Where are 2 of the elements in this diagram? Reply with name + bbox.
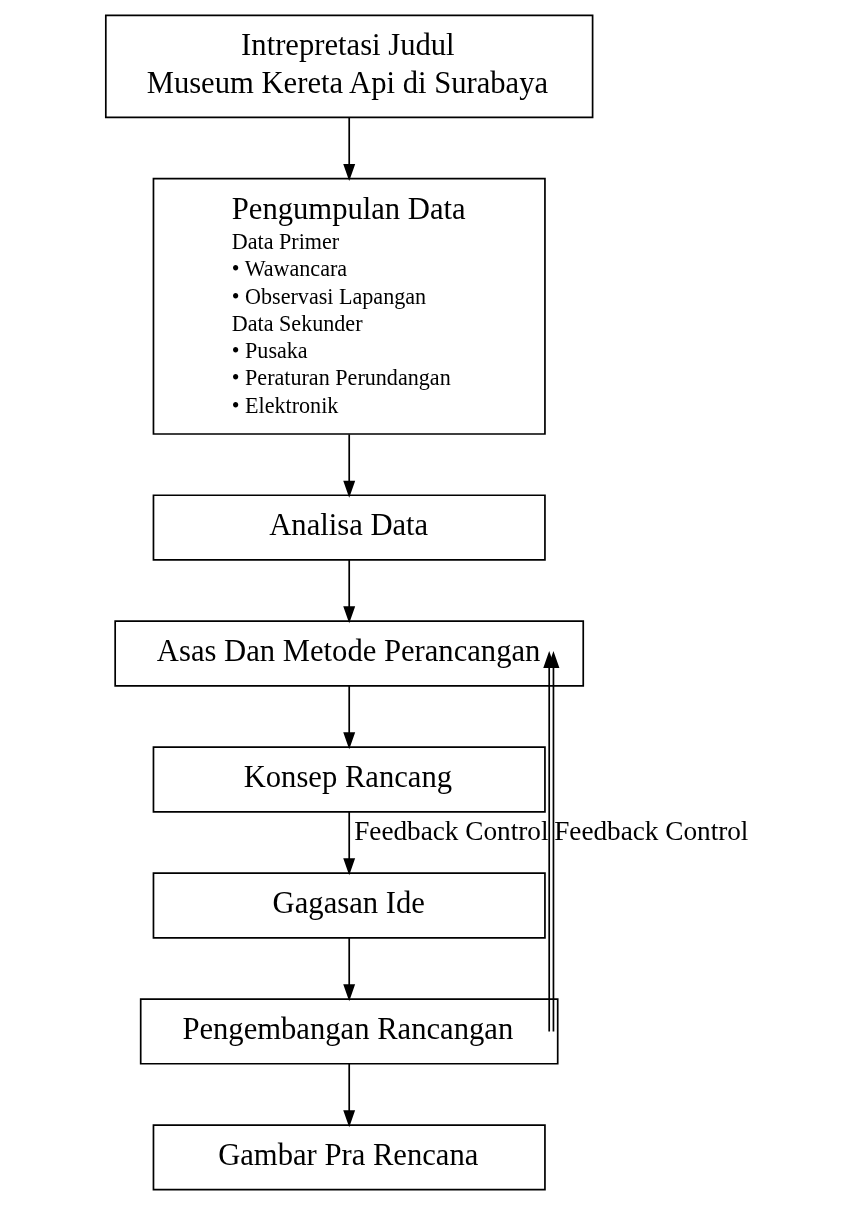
edge-label: Feedback Control — [353, 816, 548, 847]
edge-label: Feedback Control — [553, 816, 748, 847]
